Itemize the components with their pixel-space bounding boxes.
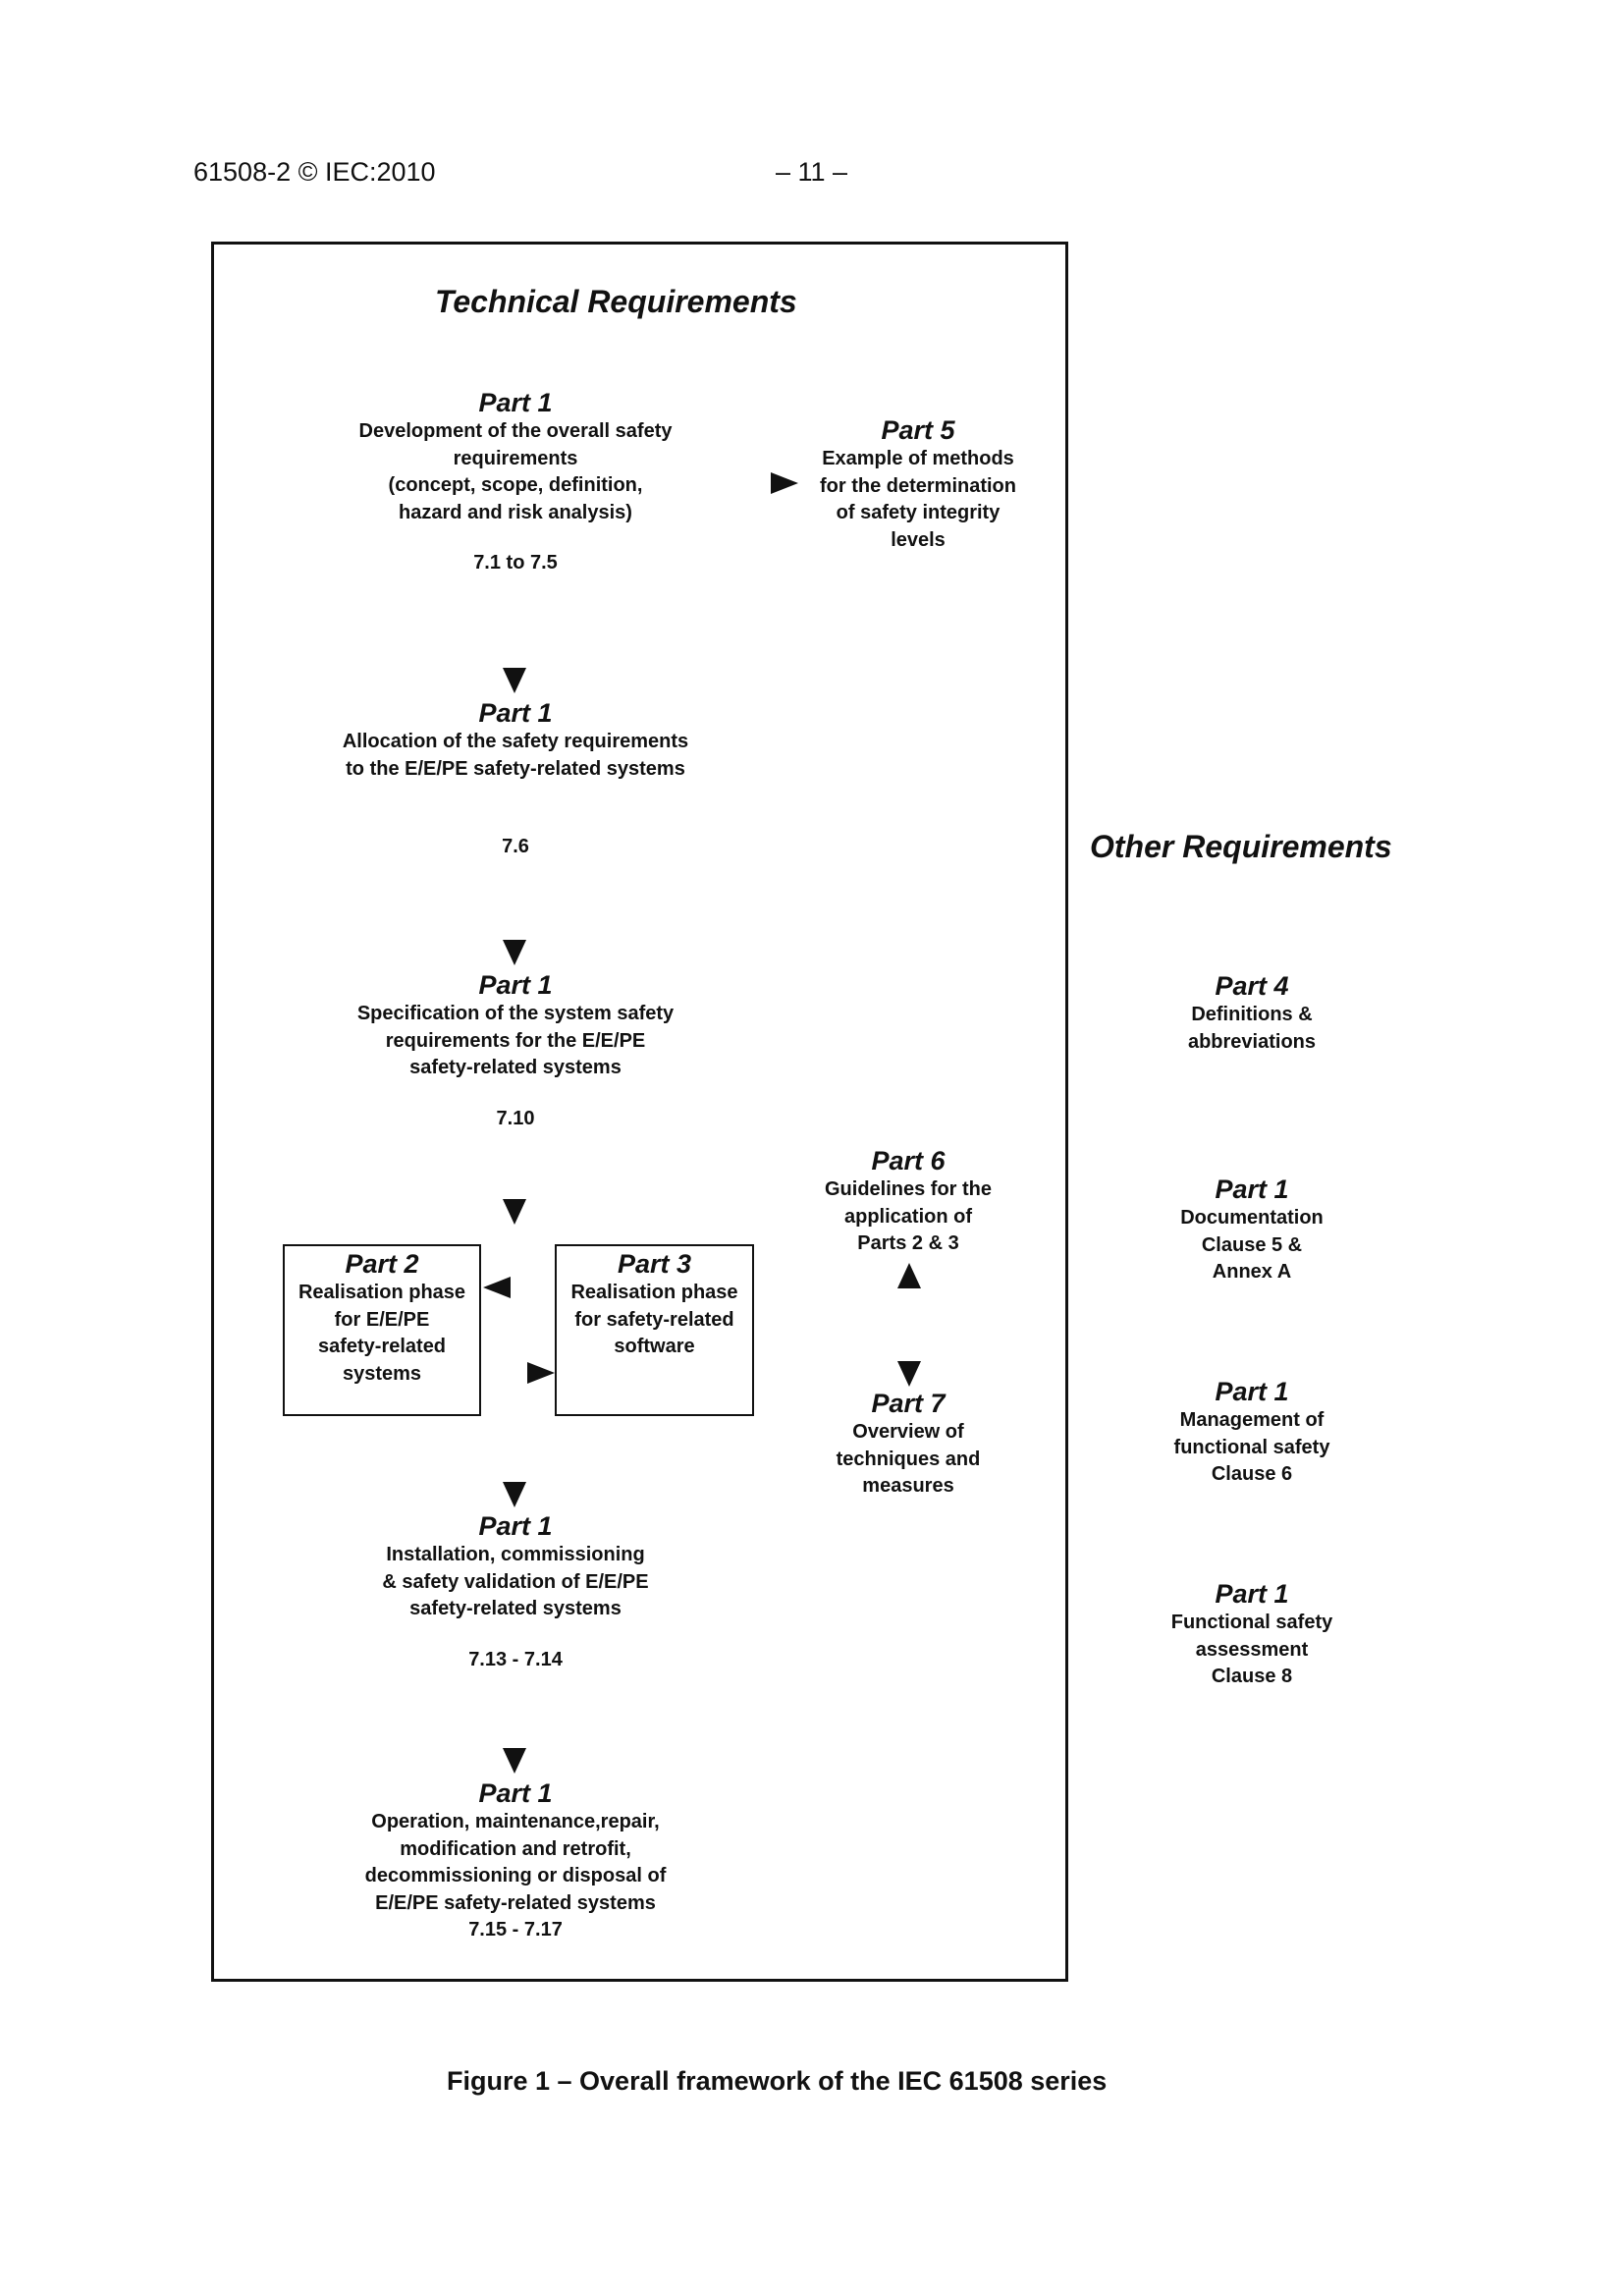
other-management: Part 1 Management of functional safety C…: [1124, 1376, 1380, 1489]
block-development-desc: Development of the overall safety requir…: [358, 420, 673, 523]
block-part7-desc: Overview of techniques and measures: [836, 1421, 981, 1497]
other-assessment-desc: Functional safety assessment Clause 8: [1170, 1612, 1333, 1687]
block-allocation-part: Part 1: [478, 698, 553, 728]
box-part2-desc: Realisation phase for E/E/PE safety-rela…: [298, 1282, 466, 1385]
block-installation: Part 1 Installation, commissioning & saf…: [319, 1510, 712, 1673]
block-operation: Part 1 Operation, maintenance,repair, mo…: [319, 1777, 712, 1944]
block-part5: Part 5 Example of methods for the determ…: [785, 414, 1051, 554]
other-part4-part: Part 4: [1215, 971, 1289, 1001]
arrow-right-to-part3: [527, 1362, 555, 1384]
box-part3-part: Part 3: [617, 1249, 692, 1279]
block-part5-desc: Example of methods for the determination…: [819, 448, 1016, 551]
block-development-clause: 7.1 to 7.5: [473, 552, 558, 574]
arrow-down-to-part7: [897, 1361, 921, 1387]
block-part7-part: Part 7: [871, 1389, 946, 1418]
arrow-down-to-specification: [503, 940, 526, 965]
box-part3-desc: Realisation phase for safety-related sof…: [570, 1282, 738, 1357]
block-operation-desc: Operation, maintenance,repair, modificat…: [364, 1811, 667, 1914]
block-allocation: Part 1 Allocation of the safety requirem…: [295, 697, 736, 861]
arrow-up-to-part6: [897, 1263, 921, 1288]
technical-requirements-title: Technical Requirements: [435, 284, 797, 319]
block-specification-desc: Specification of the system safety requi…: [356, 1003, 675, 1078]
figure-caption: Figure 1 – Overall framework of the IEC …: [447, 2066, 1108, 2096]
other-documentation-desc: Documentation Clause 5 & Annex A: [1180, 1207, 1324, 1283]
other-part4-desc: Definitions & abbreviations: [1187, 1004, 1317, 1053]
block-allocation-clause: 7.6: [502, 836, 529, 857]
other-documentation: Part 1 Documentation Clause 5 & Annex A: [1124, 1174, 1380, 1286]
block-operation-part: Part 1: [478, 1778, 553, 1808]
block-allocation-desc: Allocation of the safety requirements to…: [342, 731, 689, 780]
page-header-left: 61508-2 © IEC:2010: [193, 157, 436, 187]
other-management-part: Part 1: [1215, 1377, 1289, 1406]
other-part4: Part 4 Definitions & abbreviations: [1124, 970, 1380, 1056]
block-part7: Part 7 Overview of techniques and measur…: [785, 1388, 1031, 1501]
other-requirements-title: Other Requirements: [1090, 829, 1392, 864]
block-installation-part: Part 1: [478, 1511, 553, 1541]
block-part6-desc: Guidelines for the application of Parts …: [824, 1178, 993, 1254]
block-part6-part: Part 6: [871, 1146, 946, 1175]
block-installation-clause: 7.13 - 7.14: [468, 1648, 563, 1670]
arrow-left-to-part2: [483, 1277, 511, 1298]
arrow-down-to-realisation: [503, 1199, 526, 1225]
block-development-part: Part 1: [478, 388, 553, 417]
arrow-right-to-part5: [771, 472, 798, 494]
block-part6: Part 6 Guidelines for the application of…: [785, 1145, 1031, 1258]
box-part2-part: Part 2: [345, 1249, 419, 1279]
other-documentation-part: Part 1: [1215, 1175, 1289, 1204]
other-assessment-part: Part 1: [1215, 1579, 1289, 1609]
arrow-down-to-allocation: [503, 668, 526, 693]
block-specification-part: Part 1: [478, 970, 553, 1000]
block-part5-part: Part 5: [881, 415, 955, 445]
page-number: – 11 –: [776, 157, 848, 187]
other-management-desc: Management of functional safety Clause 6: [1173, 1409, 1330, 1485]
technical-requirements-frame: [211, 242, 1068, 1982]
arrow-down-to-operation: [503, 1748, 526, 1774]
block-specification-clause: 7.10: [496, 1107, 535, 1129]
other-assessment: Part 1 Functional safety assessment Clau…: [1124, 1578, 1380, 1691]
block-operation-clause: 7.15 - 7.17: [468, 1919, 563, 1941]
box-part2: Part 2 Realisation phase for E/E/PE safe…: [283, 1244, 481, 1416]
box-part3: Part 3 Realisation phase for safety-rela…: [555, 1244, 754, 1416]
block-development: Part 1 Development of the overall safety…: [319, 387, 712, 577]
arrow-down-to-installation: [503, 1482, 526, 1507]
block-specification: Part 1 Specification of the system safet…: [319, 969, 712, 1132]
block-installation-desc: Installation, commissioning & safety val…: [382, 1544, 649, 1619]
